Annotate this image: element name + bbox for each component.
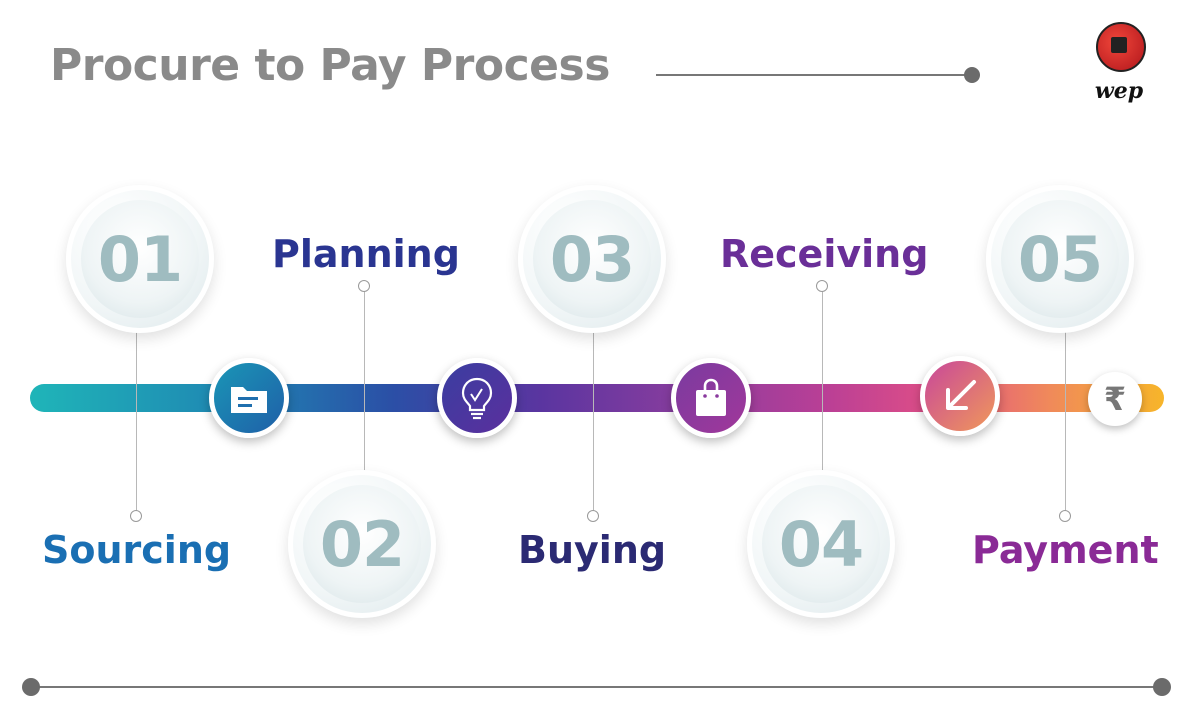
connector-03 [593,330,594,512]
buying-step-icon [671,358,751,438]
title-divider-line [656,74,966,76]
connector-04 [822,290,823,470]
step-label-receiving: Receiving [720,232,929,276]
arrow-down-left-icon [946,380,976,410]
rupee-icon: ₹ [1103,380,1127,418]
connector-05 [1065,330,1066,512]
step-label-sourcing: Sourcing [42,528,232,572]
step-label-planning: Planning [272,232,460,276]
wep-logo: wep [1084,22,1154,112]
connector-node-01 [130,510,142,522]
title-divider-dot [964,67,980,83]
lightbulb-icon [461,377,493,420]
bottom-divider-line [36,686,1156,688]
connector-node-04 [816,280,828,292]
step-label-payment: Payment [972,528,1159,572]
sourcing-step-icon [209,358,289,438]
step-number-05: 05 [986,185,1134,333]
payment-step-icon: ₹ [1088,372,1142,426]
connector-01 [136,330,137,512]
step-number-01: 01 [66,185,214,333]
connector-node-02 [358,280,370,292]
document-folder-icon [231,387,267,413]
step-label-buying: Buying [518,528,667,572]
step-number-03: 03 [518,185,666,333]
connector-02 [364,290,365,470]
bottom-divider-dot-right [1153,678,1171,696]
connector-node-05 [1059,510,1071,522]
planning-step-icon [437,358,517,438]
logo-chip-icon [1111,37,1127,53]
step-number-04: 04 [747,470,895,618]
logo-strawberry-icon [1096,22,1146,72]
shopping-bag-icon [696,378,726,416]
logo-text: wep [1094,78,1144,104]
bottom-divider-dot-left [22,678,40,696]
step-number-02: 02 [288,470,436,618]
receiving-step-icon [920,356,1000,436]
page-title: Procure to Pay Process [50,40,610,91]
connector-node-03 [587,510,599,522]
